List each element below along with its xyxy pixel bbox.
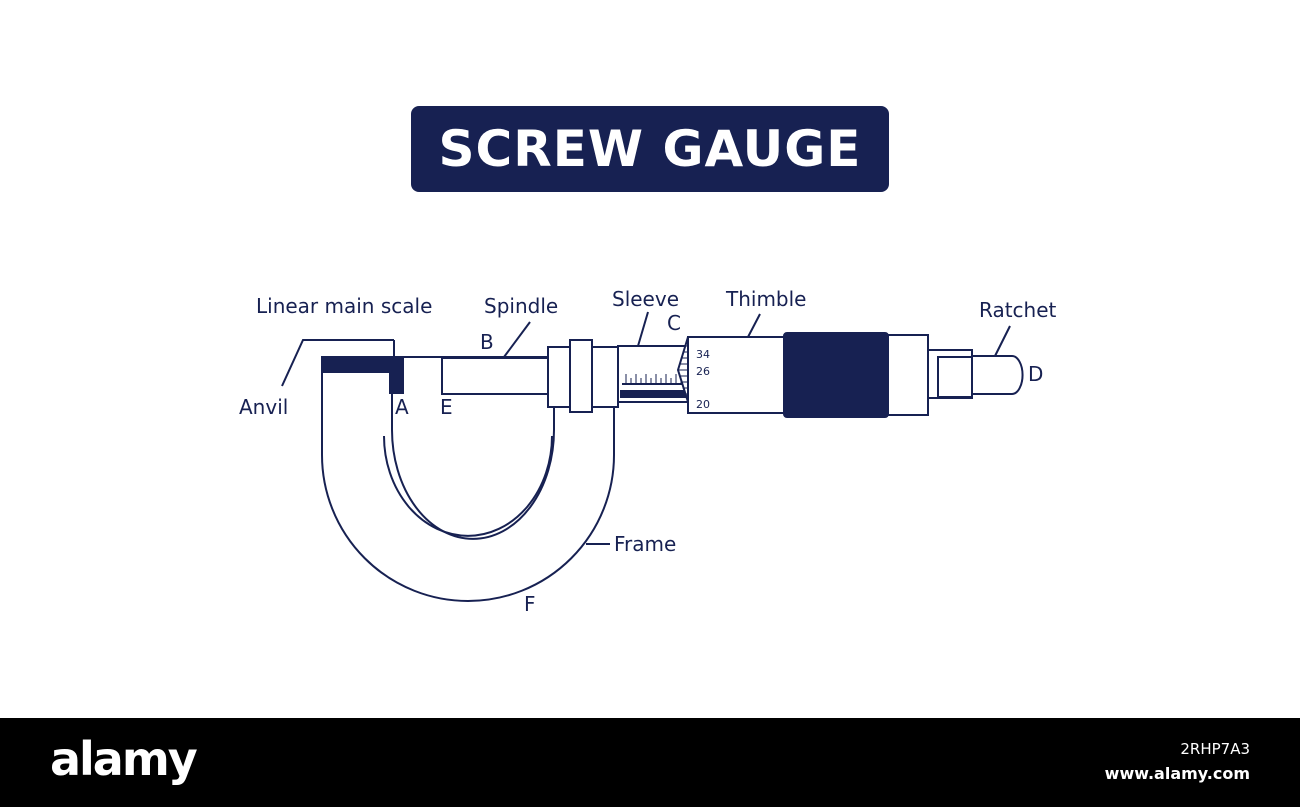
thimble-number-mid: 26 (696, 365, 710, 378)
anvil-face (389, 356, 404, 394)
leader-spindle (503, 321, 531, 358)
diagram-canvas: SCREW GAUGE (239, 106, 1057, 616)
label-f: F (524, 592, 536, 616)
page-title: SCREW GAUGE (438, 120, 862, 178)
title-banner: SCREW GAUGE (411, 106, 889, 192)
screw-gauge-diagram: 34 26 20 Linear main scale Spindle Sleev… (239, 287, 1057, 616)
thimble-number-bottom: 20 (696, 398, 710, 411)
spindle (441, 357, 551, 395)
lock-nut (569, 339, 593, 413)
thimble (687, 336, 787, 414)
label-anvil: Anvil (239, 395, 288, 419)
frame-inner-rim (383, 435, 553, 537)
watermark-logo: alamy (50, 732, 198, 786)
thimble-rear (887, 334, 929, 416)
frame-outline (321, 356, 615, 602)
ratchet-neck (937, 356, 973, 398)
leader-thimble (747, 313, 761, 338)
leader-ratchet (994, 325, 1011, 357)
label-linear-main-scale: Linear main scale (256, 294, 432, 318)
sleeve-band (620, 390, 690, 398)
label-thimble: Thimble (725, 287, 807, 311)
label-a: A (395, 395, 409, 419)
label-c: C (667, 311, 681, 335)
label-spindle: Spindle (484, 294, 558, 318)
thimble-dial (678, 345, 688, 395)
label-b: B (480, 330, 494, 354)
watermark-footer: alamy 2RHP7A3 www.alamy.com (0, 718, 1300, 807)
label-e: E (440, 395, 453, 419)
thimble-grip (783, 332, 889, 418)
frame-inner-opening (391, 390, 555, 540)
label-ratchet: Ratchet (979, 298, 1057, 322)
label-d: D (1028, 362, 1043, 386)
leader-sleeve (637, 311, 649, 347)
ratchet-knob (971, 355, 1024, 395)
leader-linear-main-scale (281, 339, 394, 387)
thimble-number-top: 34 (696, 348, 710, 361)
watermark-image-id: 2RHP7A3 (1180, 740, 1250, 758)
watermark-url: www.alamy.com (1104, 764, 1250, 783)
sleeve-ruler (625, 374, 682, 384)
label-sleeve: Sleeve (612, 287, 679, 311)
label-frame: Frame (614, 532, 676, 556)
